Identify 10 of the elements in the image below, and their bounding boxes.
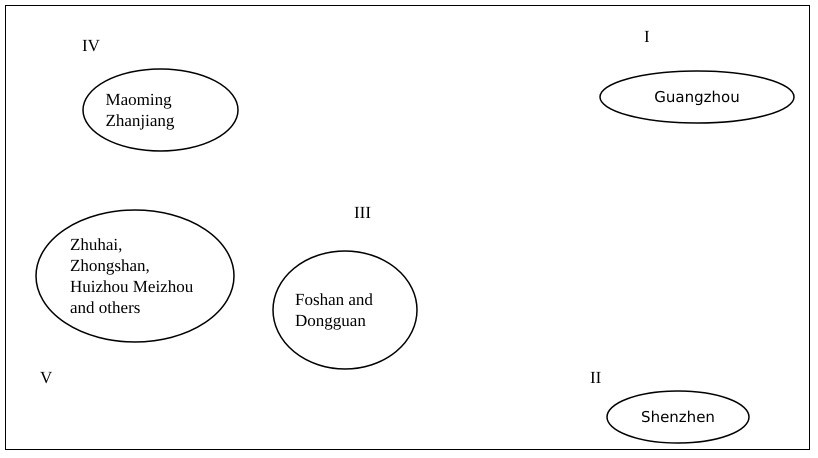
- node-label: Shenzhen: [641, 406, 715, 428]
- node-label: Zhuhai, Zhongshan, Huizhou Meizhou and others: [70, 234, 194, 318]
- roman-numeral-label: V: [40, 368, 52, 388]
- roman-numeral-label: I: [644, 27, 650, 47]
- node-label: Guangzhou: [654, 86, 740, 108]
- node-label: Maoming Zhanjiang: [106, 89, 176, 131]
- roman-numeral-label: IV: [82, 36, 100, 56]
- node-label: Foshan and Dongguan: [295, 289, 374, 331]
- roman-numeral-label: II: [590, 368, 602, 388]
- roman-numeral-label: III: [354, 203, 371, 223]
